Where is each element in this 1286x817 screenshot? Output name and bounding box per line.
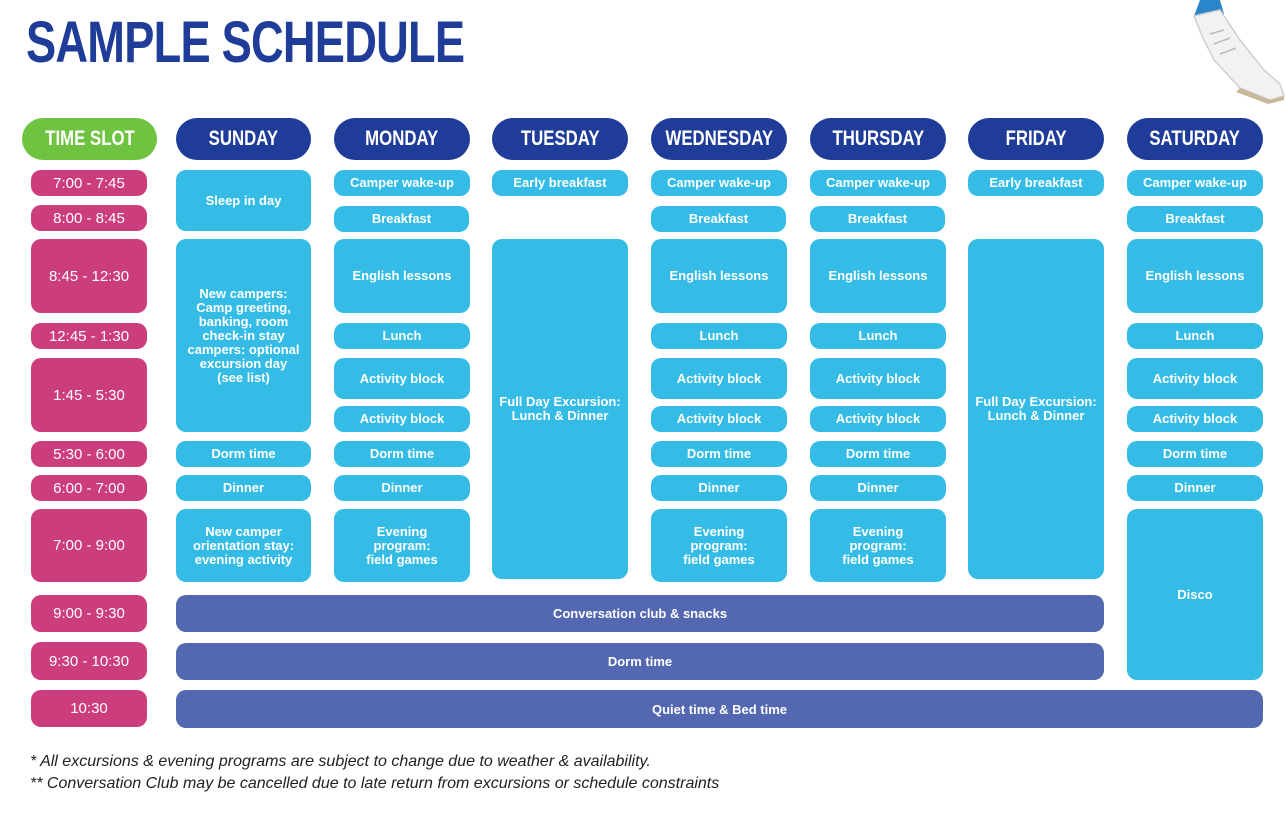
header-friday: FRIDAY	[968, 118, 1104, 160]
friday-full-day-excursion: Full Day Excursion: Lunch & Dinner	[968, 239, 1104, 579]
saturday-english: English lessons	[1127, 239, 1263, 313]
footnote: ** Conversation Club may be cancelled du…	[30, 775, 720, 792]
wednesday-english: English lessons	[651, 239, 787, 313]
wednesday-activity-block: Activity block	[651, 406, 787, 432]
friday-early-breakfast: Early breakfast	[968, 170, 1104, 196]
saturday-breakfast: Breakfast	[1127, 206, 1263, 232]
wednesday-dinner: Dinner	[651, 475, 787, 501]
thursday-activity-block: Activity block	[810, 358, 946, 399]
time-slot: 9:00 - 9:30	[31, 595, 147, 632]
time-slot: 5:30 - 6:00	[31, 441, 147, 467]
saturday-lunch: Lunch	[1127, 323, 1263, 349]
dorm-time-band: Dorm time	[176, 643, 1104, 680]
monday-activity-block: Activity block	[334, 406, 470, 432]
saturday-disco: Disco	[1127, 509, 1263, 680]
header-sunday: SUNDAY	[176, 118, 311, 160]
header-thursday: THURSDAY	[810, 118, 946, 160]
thursday-dorm-time: Dorm time	[810, 441, 946, 467]
tuesday-early-breakfast: Early breakfast	[492, 170, 628, 196]
sunday-sleep-in: Sleep in day	[176, 170, 311, 231]
thursday-dinner: Dinner	[810, 475, 946, 501]
header-time-slot: TIME SLOT	[22, 118, 157, 160]
time-slot: 8:45 - 12:30	[31, 239, 147, 313]
time-slot: 10:30	[31, 690, 147, 727]
time-slot: 12:45 - 1:30	[31, 323, 147, 349]
wednesday-dorm-time: Dorm time	[651, 441, 787, 467]
thursday-activity-block: Activity block	[810, 406, 946, 432]
monday-lunch: Lunch	[334, 323, 470, 349]
time-slot: 7:00 - 7:45	[31, 170, 147, 196]
tuesday-full-day-excursion: Full Day Excursion: Lunch & Dinner	[492, 239, 628, 579]
wednesday-lunch: Lunch	[651, 323, 787, 349]
saturday-dinner: Dinner	[1127, 475, 1263, 501]
sunday-dorm-time: Dorm time	[176, 441, 311, 467]
time-slot: 6:00 - 7:00	[31, 475, 147, 501]
sneaker-image	[1192, 0, 1285, 104]
sunday-evening: New camper orientation stay: evening act…	[176, 509, 311, 582]
monday-wake-up: Camper wake-up	[334, 170, 470, 196]
monday-evening: Evening program: field games	[334, 509, 470, 582]
header-wednesday: WEDNESDAY	[651, 118, 787, 160]
quiet-time-band: Quiet time & Bed time	[176, 690, 1263, 728]
thursday-lunch: Lunch	[810, 323, 946, 349]
header-monday: MONDAY	[334, 118, 470, 160]
time-slot: 8:00 - 8:45	[31, 205, 147, 231]
thursday-english: English lessons	[810, 239, 946, 313]
time-slot: 7:00 - 9:00	[31, 509, 147, 582]
header-tuesday: TUESDAY	[492, 118, 628, 160]
monday-breakfast: Breakfast	[334, 206, 469, 232]
saturday-dorm-time: Dorm time	[1127, 441, 1263, 467]
thursday-breakfast: Breakfast	[810, 206, 945, 232]
footnote: * All excursions & evening programs are …	[30, 753, 651, 770]
monday-dorm-time: Dorm time	[334, 441, 470, 467]
sunday-dinner: Dinner	[176, 475, 311, 501]
conversation-club-band: Conversation club & snacks	[176, 595, 1104, 632]
saturday-wake-up: Camper wake-up	[1127, 170, 1263, 196]
saturday-activity-block: Activity block	[1127, 406, 1263, 432]
wednesday-activity-block: Activity block	[651, 358, 787, 399]
monday-english: English lessons	[334, 239, 470, 313]
wednesday-evening: Evening program: field games	[651, 509, 787, 582]
thursday-wake-up: Camper wake-up	[810, 170, 946, 196]
monday-dinner: Dinner	[334, 475, 470, 501]
sunday-new-campers: New campers: Camp greeting, banking, roo…	[176, 239, 311, 432]
monday-activity-block: Activity block	[334, 358, 470, 399]
wednesday-breakfast: Breakfast	[651, 206, 786, 232]
time-slot: 9:30 - 10:30	[31, 642, 147, 680]
wednesday-wake-up: Camper wake-up	[651, 170, 787, 196]
time-slot: 1:45 - 5:30	[31, 358, 147, 432]
page-title: SAMPLE SCHEDULE	[26, 10, 465, 75]
header-saturday: SATURDAY	[1127, 118, 1263, 160]
saturday-activity-block: Activity block	[1127, 358, 1263, 399]
thursday-evening: Evening program: field games	[810, 509, 946, 582]
